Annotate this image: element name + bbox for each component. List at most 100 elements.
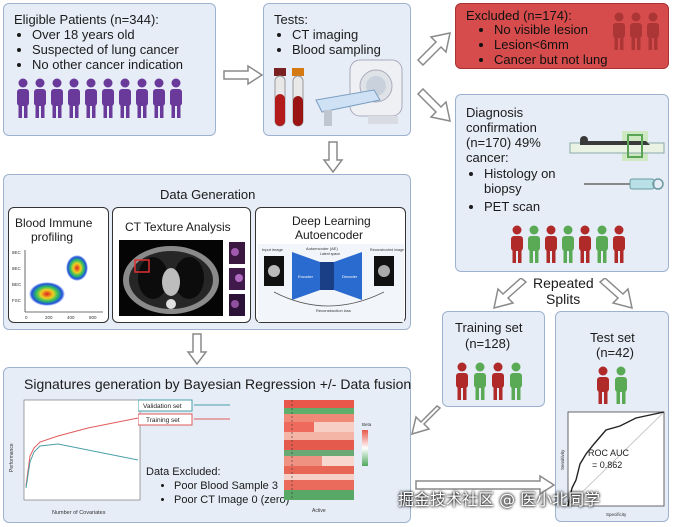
excluded-data-list: Poor Blood Sample 3 Poor CT Image 0 (zer… — [156, 479, 289, 507]
training-people-icons — [456, 362, 522, 400]
heatmap-xlabel: Active — [312, 508, 326, 514]
arrow-down-datagen — [186, 333, 208, 366]
data-generation-title: Data Generation — [160, 187, 256, 202]
legend-validation: Validation set — [143, 403, 182, 410]
arrow-up-excluded — [416, 32, 451, 66]
arrow-right-patients-tests — [223, 64, 264, 86]
roc-xlabel: Specificity — [606, 512, 627, 517]
test-set-panel: Test set (n=42) ROC AUC = 0.862 Specific… — [555, 311, 669, 522]
blood-tubes-icon — [274, 68, 304, 127]
excluded-people-icons — [613, 12, 659, 50]
blood-ytick-0: 8EC — [12, 250, 22, 255]
performance-legend: Validation set Training set — [138, 399, 230, 426]
performance-plot: Performance Number of Covariates — [9, 399, 141, 516]
blood-xtick-2: 400 — [67, 315, 75, 320]
blood-title-1: Blood Immune — [15, 216, 93, 230]
diagnosis-panel: Diagnosis confirmation (n=170) 49% cance… — [455, 94, 669, 272]
watermark-text: 掘金技术社区 @ 医小北同学 — [398, 490, 601, 509]
dl-ae-label: Autoencoder (AE) — [306, 246, 338, 251]
diagnosis-people-icons — [511, 225, 625, 263]
signatures-title: Signatures generation by Bayesian Regres… — [24, 376, 412, 392]
diagnosis-title-3: (n=170) 49% — [466, 135, 541, 150]
blood-xtick-3: 800 — [89, 315, 97, 320]
test-title-1: Test set — [590, 330, 635, 345]
diagnosis-methods-list: Histology on biopsy PET scan — [466, 166, 580, 214]
legend-training: Training set — [146, 417, 180, 424]
ct-title: CT Texture Analysis — [125, 220, 231, 234]
pet-scanner-icon — [569, 131, 665, 161]
tests-panel: Tests: CT imaging Blood sampling — [263, 3, 411, 136]
biopsy-needle-icon — [584, 178, 664, 190]
blood-ytick-2: BEC — [12, 282, 22, 287]
arrow-down-tests — [322, 141, 344, 174]
method-pet: PET scan — [484, 199, 580, 214]
roc-value: = 0.862 — [592, 460, 622, 470]
arrow-down-diagnosis — [416, 88, 451, 122]
dl-input-label: Input image — [262, 247, 284, 252]
criterion-no-other-cancer: No other cancer indication — [32, 57, 183, 72]
tests-title: Tests: — [274, 12, 308, 27]
heatmap-legend-title: Beta — [362, 422, 372, 427]
splits-label-1: Repeated — [533, 275, 594, 291]
arrow-split-right — [598, 278, 633, 310]
training-title-2: (n=128) — [465, 336, 511, 351]
dl-decoder-label: Decoder — [342, 274, 358, 279]
blood-ytick-1: 8EC — [12, 266, 22, 271]
criterion-suspected: Suspected of lung cancer — [32, 42, 183, 57]
dl-latent-label: Latent space — [320, 252, 340, 256]
dl-encoder-label: Encoder — [298, 274, 314, 279]
patients-criteria-list: Over 18 years old Suspected of lung canc… — [14, 27, 183, 72]
dl-title-1: Deep Learning — [292, 214, 371, 228]
excluded-no-lesion: No visible lesion — [494, 22, 607, 37]
blood-profiling-panel: Blood Immune profiling 8EC 8EC BEC FSC 0… — [8, 207, 109, 323]
data-generation-panel: Data Generation Blood Immune profiling 8… — [3, 174, 411, 330]
beta-heatmap: Active Beta — [284, 400, 372, 514]
deep-learning-panel: Deep Learning Autoencoder Input image Au… — [255, 207, 406, 323]
performance-ylabel: Performance — [9, 443, 15, 472]
roc-ylabel: Sensitivity — [560, 449, 565, 470]
arrow-training-to-signatures — [410, 405, 442, 436]
ct-texture-panel: CT Texture Analysis — [112, 207, 251, 323]
diagnosis-title-2: confirmation — [466, 120, 537, 135]
method-histology: Histology on biopsy — [484, 166, 580, 196]
flow-cytometry-plot: 8EC 8EC BEC FSC 0 200 400 800 — [12, 250, 103, 320]
dl-loss-label: Reconstruction loss — [316, 308, 351, 313]
blood-xtick-0: 0 — [25, 315, 28, 320]
excluded-not-lung: Cancer but not lung — [494, 52, 607, 67]
excluded-blood-sample: Poor Blood Sample 3 — [174, 479, 289, 493]
excluded-list: No visible lesion Lesion<6mm Cancer but … — [476, 22, 607, 67]
blood-title-2: profiling — [31, 230, 74, 244]
dl-title-2: Autoencoder — [295, 228, 364, 242]
arrow-split-left — [493, 278, 528, 310]
diagnosis-title-1: Diagnosis — [466, 105, 524, 120]
ct-scanner-icon — [315, 59, 403, 126]
excluded-panel: Excluded (n=174): No visible lesion Lesi… — [455, 3, 669, 69]
diagnosis-title-4: cancer: — [466, 150, 509, 165]
excluded-ct-image: Poor CT Image 0 (zero) — [174, 493, 289, 507]
blood-ytick-3: FSC — [12, 298, 22, 303]
roc-curve-plot: ROC AUC = 0.862 Specificity Sensitivity — [560, 411, 665, 517]
patient-people-icons — [17, 78, 182, 118]
test-people-icons — [597, 366, 627, 404]
excluded-data-title: Data Excluded: — [146, 466, 221, 478]
excluded-title: Excluded (n=174): — [466, 8, 572, 23]
criterion-age: Over 18 years old — [32, 27, 183, 42]
eligible-patients-panel: Eligible Patients (n=344): Over 18 years… — [3, 3, 216, 136]
dl-recon-label: Reconstructed image — [370, 248, 404, 252]
test-ct: CT imaging — [292, 27, 381, 42]
signatures-panel: Signatures generation by Bayesian Regres… — [3, 367, 411, 523]
autoencoder-diagram: Input image Autoencoder (AE) Latent spac… — [258, 244, 404, 322]
patients-title: Eligible Patients (n=344): — [14, 12, 159, 27]
training-title-1: Training set — [455, 320, 523, 335]
excluded-small-lesion: Lesion<6mm — [494, 37, 607, 52]
roc-label: ROC AUC — [588, 448, 630, 458]
test-title-2: (n=42) — [596, 345, 634, 360]
test-blood: Blood sampling — [292, 42, 381, 57]
performance-xlabel: Number of Covariates — [52, 510, 106, 516]
tests-list: CT imaging Blood sampling — [274, 27, 381, 57]
arrow-signatures-to-test — [415, 474, 556, 496]
ct-scan-image — [119, 240, 245, 316]
blood-xtick-1: 200 — [45, 315, 53, 320]
splits-label-2: Splits — [546, 291, 581, 307]
training-set-panel: Training set (n=128) — [442, 311, 545, 407]
